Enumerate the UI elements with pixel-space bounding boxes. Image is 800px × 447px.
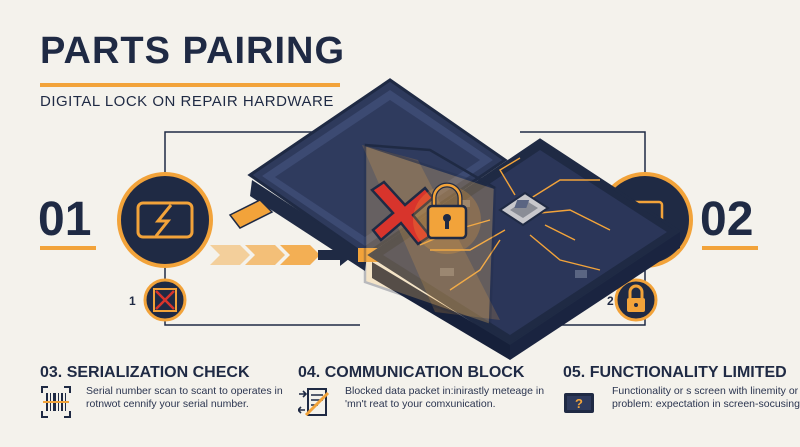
padlock-icon (413, 182, 481, 254)
section-desc-communication: Blocked data packet in:inirastly meteage… (345, 385, 545, 410)
section-desc-serialization: Serial number scan to scant to operates … (86, 385, 283, 410)
badge-number-right: 2 (607, 294, 614, 308)
phone-motherboard (367, 138, 683, 360)
section-title-functionality: 05. FUNCTIONALITY LIMITED (563, 364, 787, 381)
screen-disconnect-icon (117, 172, 213, 268)
replacement-screen (228, 78, 508, 271)
step-underline-right (702, 246, 758, 250)
svg-text:?: ? (575, 396, 583, 411)
section-title-serialization: 03. SERIALIZATION CHECK (40, 364, 250, 381)
step-number-right: 02 (700, 193, 754, 246)
section-desc-functionality: Functionality or s screen with linemity … (612, 385, 800, 410)
chip-error-icon (143, 278, 187, 322)
screen-question-icon: ? (564, 393, 594, 413)
section-title-communication: 04. COMMUNICATION BLOCK (298, 364, 525, 381)
page-title: PARTS PAIRING (40, 30, 346, 72)
blocked-data-icon (298, 388, 330, 417)
title-underline (40, 83, 340, 87)
step-number-left: 01 (38, 193, 92, 246)
badge-number-left: 1 (129, 294, 136, 308)
barcode-scan-icon (41, 386, 71, 418)
step-underline-left (40, 246, 96, 250)
padlock-badge-icon (614, 278, 658, 322)
page-subtitle: DIGITAL LOCK ON REPAIR HARDWARE (40, 93, 334, 110)
